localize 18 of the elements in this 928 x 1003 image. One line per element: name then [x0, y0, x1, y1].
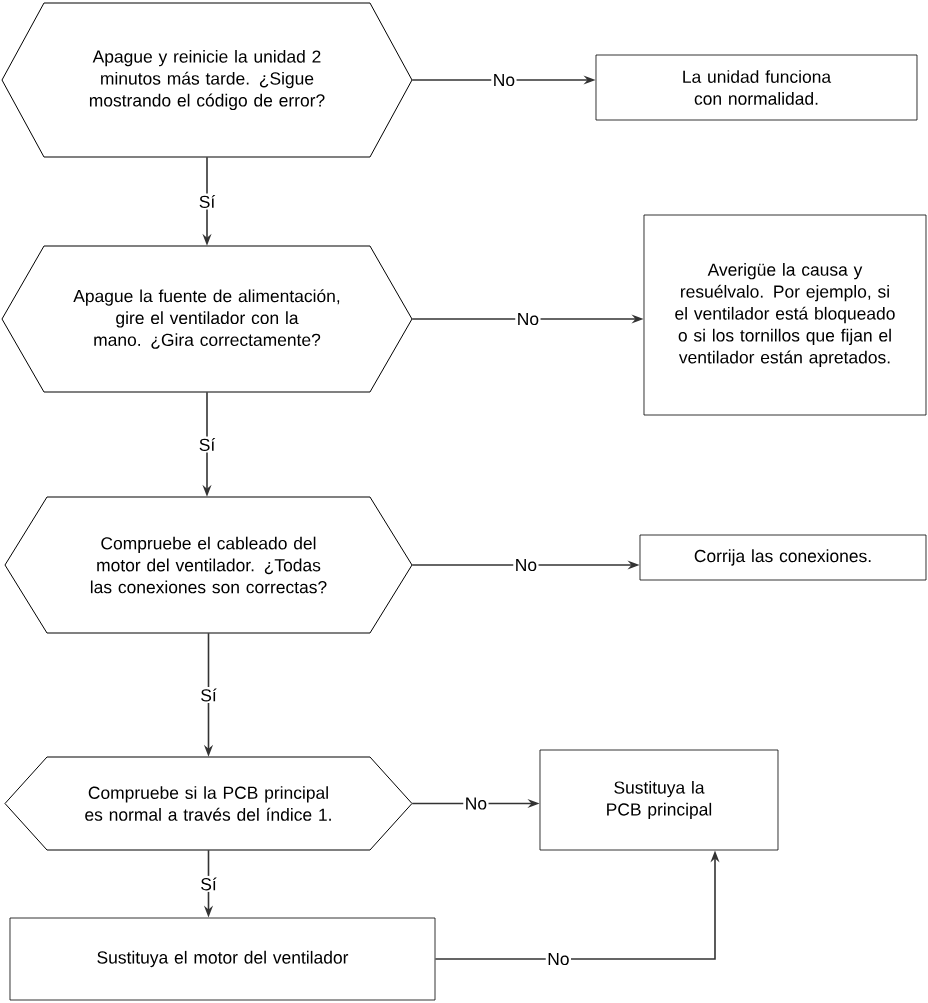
edge-label: No [513, 557, 539, 573]
edge-label: No [463, 795, 489, 812]
decision-hexagon: Apague y reinicie la unidad 2 minutos más tarde. ¿Sigue mostrando el código de error? [1, 2, 413, 158]
edge-label: No [491, 72, 517, 88]
edge-label: Sí [197, 193, 217, 210]
edge-label: Sí [198, 687, 219, 703]
edge-label: No [515, 311, 541, 327]
process-box: Sustituya el motor del ventilador [9, 917, 436, 1001]
decision-hexagon: Apague la fuente de alimentación, gire el ventilador con la mano. ¿Gira correctamente? [1, 245, 413, 393]
edge-label: No [545, 951, 571, 967]
edge-label: Sí [198, 875, 219, 892]
process-box: Corrija las conexiones. [639, 534, 927, 581]
decision-hexagon: Compruebe el cableado del motor del ventilador. ¿Todas las conexiones son correctas? [4, 496, 413, 634]
decision-hexagon: Compruebe si la PCB principal es normal a través del índice 1. [4, 756, 413, 851]
edge-label: Sí [197, 436, 217, 453]
process-box: Averigüe la causa y resuélvalo. Por ejemplo, si el ventilador está bloqueado o si los tornillos que fijan el ventilador están apretados. [643, 214, 927, 416]
process-box: Sustituya la PCB principal [539, 749, 779, 851]
process-box: La unidad funciona con normalidad. [595, 54, 918, 121]
